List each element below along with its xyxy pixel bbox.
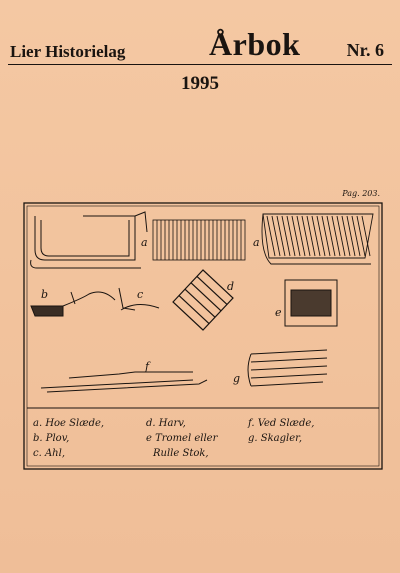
cover-title: Årbok <box>209 26 301 62</box>
roller-drawing <box>284 279 338 327</box>
figure-letter-f: f <box>144 360 151 373</box>
issue-number: Nr. 6 <box>346 40 384 60</box>
harrow-drawing <box>172 269 234 331</box>
header-rule <box>8 64 392 65</box>
figure-letter-a: a <box>141 236 148 249</box>
legend-b: b. Plov, <box>33 433 70 444</box>
hay-sledge-drawing-a2 <box>261 213 374 265</box>
figure-letter-d: d <box>227 280 234 293</box>
figure-letter-a: a <box>253 236 260 249</box>
organization-name: Lier Historielag <box>10 42 126 61</box>
legend-e: e Tromel eller <box>146 433 218 444</box>
cover-header: Lier Historielag Årbok Nr. 6 <box>10 26 388 66</box>
plough-drawing <box>30 291 116 317</box>
legend-g: g. Skagler, <box>248 433 303 444</box>
rake-panel-drawing <box>152 219 246 261</box>
plate-legend: a. Hoe Slæde, b. Plov, c. Ahl, d. Harv, … <box>33 418 378 466</box>
legend-a: a. Hoe Slæde, <box>33 418 105 429</box>
plate-page-reference: Pag. 203. <box>342 189 380 198</box>
legend-e2: Rulle Stok, <box>153 448 209 459</box>
ard-drawing <box>118 287 160 311</box>
figure-letters: a a b c d e f g <box>41 236 282 385</box>
hay-sledge-drawing-a1 <box>30 211 148 269</box>
legend-f: f. Ved Slæde, <box>248 418 315 429</box>
figure-letter-g: g <box>233 372 240 385</box>
publication-year: 1995 <box>181 73 219 94</box>
engraving-plate: a a b c d e f g <box>23 202 383 470</box>
figure-letter-b: b <box>41 288 48 301</box>
shafts-drawing <box>247 349 328 387</box>
figure-letter-e: e <box>275 306 282 319</box>
wood-sledge-drawing <box>40 371 208 393</box>
legend-d: d. Harv, <box>146 418 186 429</box>
legend-c: c. Ahl, <box>33 448 65 459</box>
figure-letter-c: c <box>137 288 143 301</box>
